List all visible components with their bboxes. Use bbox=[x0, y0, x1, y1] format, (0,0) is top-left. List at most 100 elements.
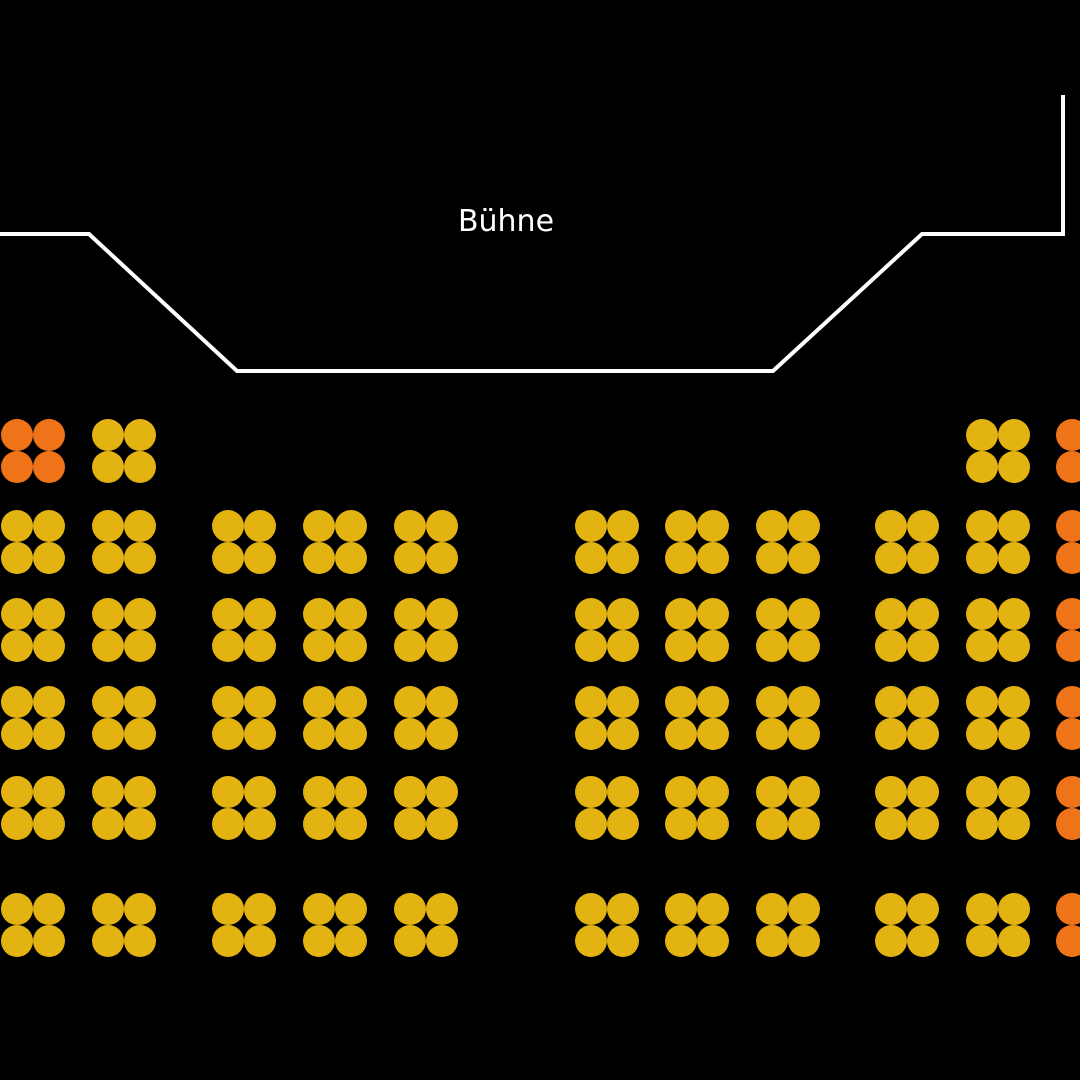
seat-standard-bl[interactable] bbox=[212, 630, 244, 662]
seat-standard-bl[interactable] bbox=[303, 718, 335, 750]
seat-standard-tr[interactable] bbox=[33, 893, 65, 925]
seat-standard-br[interactable] bbox=[697, 808, 729, 840]
seat-standard-br[interactable] bbox=[697, 925, 729, 957]
seat-standard-br[interactable] bbox=[33, 808, 65, 840]
seat-standard-tr[interactable] bbox=[335, 510, 367, 542]
seat-standard-bl[interactable] bbox=[303, 542, 335, 574]
seat-standard-br[interactable] bbox=[607, 630, 639, 662]
seat-standard-bl[interactable] bbox=[756, 925, 788, 957]
seat-standard-tl[interactable] bbox=[92, 686, 124, 718]
seat-standard-br[interactable] bbox=[998, 808, 1030, 840]
seat-standard-tr[interactable] bbox=[907, 510, 939, 542]
seat-standard-br[interactable] bbox=[124, 542, 156, 574]
seat-standard-br[interactable] bbox=[244, 718, 276, 750]
seat-standard-tr[interactable] bbox=[998, 893, 1030, 925]
seat-standard-tl[interactable] bbox=[575, 598, 607, 630]
seat-standard-bl[interactable] bbox=[575, 542, 607, 574]
seat-highlight-br[interactable] bbox=[33, 451, 65, 483]
seat-standard-tr[interactable] bbox=[244, 776, 276, 808]
seat-standard-tr[interactable] bbox=[33, 510, 65, 542]
seat-standard-br[interactable] bbox=[124, 925, 156, 957]
seat-standard-bl[interactable] bbox=[875, 630, 907, 662]
seat-highlight-bl[interactable] bbox=[1056, 630, 1080, 662]
seat-standard-br[interactable] bbox=[788, 630, 820, 662]
seat-standard-tl[interactable] bbox=[756, 686, 788, 718]
seat-standard-br[interactable] bbox=[907, 808, 939, 840]
seat-standard-tl[interactable] bbox=[665, 598, 697, 630]
seat-standard-tl[interactable] bbox=[966, 893, 998, 925]
seat-standard-tr[interactable] bbox=[697, 893, 729, 925]
seat-standard-tr[interactable] bbox=[244, 893, 276, 925]
seat-standard-bl[interactable] bbox=[756, 718, 788, 750]
seat-standard-tr[interactable] bbox=[426, 686, 458, 718]
seat-standard-tl[interactable] bbox=[875, 598, 907, 630]
seat-standard-br[interactable] bbox=[998, 718, 1030, 750]
seat-highlight-bl[interactable] bbox=[1, 451, 33, 483]
seat-standard-bl[interactable] bbox=[665, 808, 697, 840]
seat-standard-tr[interactable] bbox=[33, 776, 65, 808]
seat-standard-bl[interactable] bbox=[394, 718, 426, 750]
seat-standard-tr[interactable] bbox=[244, 598, 276, 630]
seat-standard-br[interactable] bbox=[907, 542, 939, 574]
seat-standard-br[interactable] bbox=[607, 718, 639, 750]
seat-standard-br[interactable] bbox=[426, 808, 458, 840]
seat-standard-br[interactable] bbox=[907, 925, 939, 957]
seat-standard-tr[interactable] bbox=[697, 776, 729, 808]
seat-standard-bl[interactable] bbox=[92, 542, 124, 574]
seat-standard-tr[interactable] bbox=[788, 598, 820, 630]
seat-standard-br[interactable] bbox=[998, 925, 1030, 957]
seat-standard-br[interactable] bbox=[33, 718, 65, 750]
seat-standard-tr[interactable] bbox=[426, 893, 458, 925]
seat-standard-br[interactable] bbox=[33, 925, 65, 957]
seat-standard-tr[interactable] bbox=[124, 510, 156, 542]
seat-standard-tl[interactable] bbox=[1, 686, 33, 718]
seat-standard-br[interactable] bbox=[335, 718, 367, 750]
seat-standard-bl[interactable] bbox=[92, 808, 124, 840]
seat-standard-br[interactable] bbox=[607, 925, 639, 957]
seat-standard-bl[interactable] bbox=[394, 925, 426, 957]
seat-standard-tl[interactable] bbox=[92, 893, 124, 925]
seat-standard-tr[interactable] bbox=[426, 776, 458, 808]
seat-standard-bl[interactable] bbox=[1, 630, 33, 662]
seat-standard-tr[interactable] bbox=[998, 510, 1030, 542]
seat-standard-tl[interactable] bbox=[875, 510, 907, 542]
seat-standard-br[interactable] bbox=[607, 542, 639, 574]
seat-standard-bl[interactable] bbox=[575, 925, 607, 957]
seat-standard-br[interactable] bbox=[998, 630, 1030, 662]
seat-standard-br[interactable] bbox=[244, 925, 276, 957]
seat-standard-br[interactable] bbox=[33, 542, 65, 574]
seat-standard-tl[interactable] bbox=[394, 510, 426, 542]
seat-standard-bl[interactable] bbox=[1, 542, 33, 574]
seat-standard-tl[interactable] bbox=[665, 893, 697, 925]
seat-standard-br[interactable] bbox=[335, 925, 367, 957]
seat-standard-bl[interactable] bbox=[966, 630, 998, 662]
seat-standard-br[interactable] bbox=[697, 630, 729, 662]
seat-standard-tr[interactable] bbox=[788, 686, 820, 718]
seat-standard-tl[interactable] bbox=[665, 776, 697, 808]
seat-standard-bl[interactable] bbox=[303, 808, 335, 840]
seat-standard-tl[interactable] bbox=[212, 776, 244, 808]
seat-standard-bl[interactable] bbox=[665, 630, 697, 662]
seat-standard-tr[interactable] bbox=[907, 598, 939, 630]
seat-standard-tl[interactable] bbox=[756, 510, 788, 542]
seat-standard-br[interactable] bbox=[33, 630, 65, 662]
seat-standard-tl[interactable] bbox=[1, 510, 33, 542]
seat-standard-tl[interactable] bbox=[212, 893, 244, 925]
seat-standard-tr[interactable] bbox=[335, 598, 367, 630]
seat-standard-tl[interactable] bbox=[303, 510, 335, 542]
seat-standard-bl[interactable] bbox=[575, 808, 607, 840]
seat-standard-tl[interactable] bbox=[303, 776, 335, 808]
seat-standard-tl[interactable] bbox=[966, 776, 998, 808]
seat-standard-tr[interactable] bbox=[697, 510, 729, 542]
seat-standard-tl[interactable] bbox=[394, 893, 426, 925]
seat-standard-tr[interactable] bbox=[998, 598, 1030, 630]
seat-standard-tl[interactable] bbox=[92, 419, 124, 451]
seat-standard-tr[interactable] bbox=[788, 510, 820, 542]
seat-standard-tl[interactable] bbox=[966, 598, 998, 630]
seat-standard-tr[interactable] bbox=[607, 598, 639, 630]
seat-highlight-tl[interactable] bbox=[1056, 893, 1080, 925]
seat-standard-br[interactable] bbox=[788, 542, 820, 574]
seat-highlight-tl[interactable] bbox=[1056, 419, 1080, 451]
seat-standard-tl[interactable] bbox=[756, 776, 788, 808]
seat-highlight-tl[interactable] bbox=[1056, 598, 1080, 630]
